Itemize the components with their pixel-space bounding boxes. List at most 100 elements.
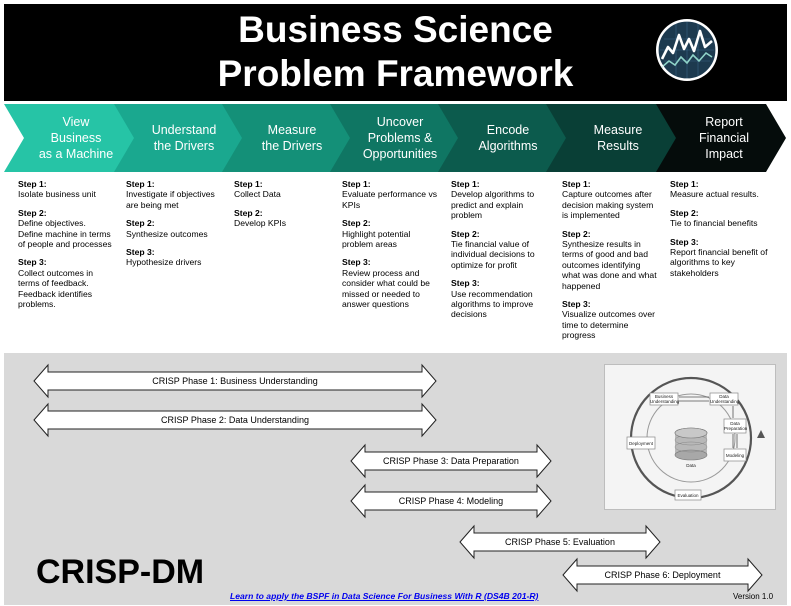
step-text: Highlight potential problem areas — [342, 228, 411, 250]
diagram-data-label: Data — [686, 463, 696, 468]
steps-column-measure-drivers: Step 1:Collect Data Step 2:Develop KPIs — [234, 179, 338, 237]
steps-column-measure-results: Step 1:Capture outcomes after decision m… — [562, 179, 666, 349]
step-text: Hypothesize drivers — [126, 257, 202, 268]
step-text: Define objectives. Define machine in ter… — [18, 218, 112, 250]
step-item: Step 2:Synthesize outcomes — [126, 218, 230, 239]
step-title: Step 2: — [342, 218, 371, 229]
chevron-understand-drivers — [114, 104, 246, 172]
chevron-report-impact — [656, 104, 786, 172]
step-text: Develop algorithms to predict and explai… — [451, 189, 535, 221]
phase-3-arrow — [350, 443, 552, 479]
step-item: Step 2:Tie to financial benefits — [670, 208, 782, 229]
phase-6-label: CRISP Phase 6: Deployment — [604, 570, 721, 580]
step-item: Step 2:Highlight potential problem areas — [342, 218, 446, 249]
chevron-label-report-impact: Report Financial Impact — [698, 115, 750, 161]
phase-2-label: CRISP Phase 2: Data Understanding — [161, 415, 309, 425]
step-text: Review process and consider what could b… — [342, 267, 430, 310]
step-text: Visualize outcomes over time to determin… — [562, 309, 655, 341]
step-text: Report financial benefit of algorithms t… — [670, 247, 768, 278]
step-item: Step 1:Develop algorithms to predict and… — [451, 179, 557, 221]
steps-column-encode-algorithms: Step 1:Develop algorithms to predict and… — [451, 179, 557, 328]
phase-1-label: CRISP Phase 1: Business Understanding — [152, 376, 318, 386]
chevron-label-uncover-problems: Uncover Problems & Opportunities — [362, 115, 438, 161]
step-item: Step 2:Develop KPIs — [234, 208, 338, 229]
step-title: Step 1: — [342, 179, 371, 189]
chevron-encode-algorithms — [438, 104, 570, 172]
phase-3-label: CRISP Phase 3: Data Preparation — [383, 456, 519, 466]
course-link[interactable]: Learn to apply the BSPF in Data Science … — [230, 591, 539, 601]
phase-5-label: CRISP Phase 5: Evaluation — [505, 537, 615, 547]
step-text: Investigate if objectives are being met — [126, 189, 215, 210]
phase-1-arrow — [33, 363, 437, 399]
phase-4-arrow — [350, 483, 552, 519]
chevron-label-measure-results: Measure Results — [593, 123, 643, 153]
phase-2-arrow — [33, 402, 437, 438]
chevron-label-view-business: View Business as a Machine — [38, 115, 114, 161]
step-item: Step 1:Isolate business unit — [18, 179, 122, 200]
step-text: Tie to financial benefits — [670, 218, 758, 229]
step-title: Step 3: — [342, 257, 371, 268]
step-text: Collect Data — [234, 189, 281, 200]
step-text: Use recommendation algorithms to improve… — [451, 288, 534, 320]
diagram-evaluation-label: Evaluation — [677, 493, 699, 498]
chevron-label-encode-algorithms: Encode Algorithms — [478, 123, 538, 153]
crisp-dm-title: CRISP-DM — [36, 553, 205, 591]
step-item: Step 1:Measure actual results. — [670, 179, 782, 200]
step-title: Step 3: — [670, 236, 699, 247]
step-text: Isolate business unit — [18, 189, 96, 200]
steps-column-view-business: Step 1:Isolate business unit Step 2:Defi… — [18, 179, 122, 317]
crisp-dm-cycle-diagram: Business Understanding Data Understandin… — [604, 364, 776, 510]
step-text: Tie financial value of individual decisi… — [451, 239, 535, 270]
step-text: Evaluate performance vs KPIs — [342, 189, 438, 210]
diagram-business-understanding-label: Business Understanding — [650, 394, 680, 404]
step-item: Step 3:Use recommendation algorithms to … — [451, 278, 557, 320]
crisp-phase-arrows — [33, 363, 763, 593]
business-science-logo-icon — [656, 19, 718, 81]
step-title: Step 1: — [126, 179, 155, 189]
cycle-diagram-graphic — [626, 376, 765, 501]
steps-column-report-impact: Step 1:Measure actual results. Step 2:Ti… — [670, 179, 782, 286]
step-title: Step 1: — [451, 179, 480, 189]
chevron-measure-drivers — [222, 104, 354, 172]
database-icon — [674, 427, 708, 461]
step-title: Step 2: — [126, 218, 155, 229]
phase-6-arrow — [562, 557, 763, 593]
step-text: Develop KPIs — [234, 218, 287, 229]
chevron-label-measure-drivers: Measure the Drivers — [261, 123, 323, 153]
step-item: Step 1:Collect Data — [234, 179, 338, 200]
version-label: Version 1.0 — [733, 592, 774, 601]
step-text: Capture outcomes after decision making s… — [562, 189, 654, 221]
step-item: Step 2:Tie financial value of individual… — [451, 229, 557, 271]
step-title: Step 1: — [562, 179, 591, 189]
steps-column-uncover-problems: Step 1:Evaluate performance vs KPIs Step… — [342, 179, 446, 317]
step-item: Step 3:Review process and consider what … — [342, 257, 446, 309]
step-item: Step 2:Synthesize results in terms of go… — [562, 229, 666, 291]
step-title: Step 3: — [451, 278, 480, 289]
chevron-measure-results — [546, 104, 680, 172]
steps-column-understand-drivers: Step 1:Investigate if objectives are bei… — [126, 179, 230, 276]
step-text: Measure actual results. — [670, 189, 759, 200]
chevron-uncover-problems — [330, 104, 462, 172]
diagram-deployment-label: Deployment — [628, 441, 653, 446]
step-title: Step 2: — [234, 207, 263, 218]
step-text: Synthesize outcomes — [126, 228, 208, 239]
step-title: Step 2: — [18, 207, 47, 218]
step-item: Step 3:Collect outcomes in terms of feed… — [18, 257, 122, 309]
phase-5-arrow — [459, 524, 661, 560]
step-item: Step 1:Investigate if objectives are bei… — [126, 179, 230, 210]
step-item: Step 3:Visualize outcomes over time to d… — [562, 299, 666, 341]
chevron-label-understand-drivers: Understand the Drivers — [151, 123, 217, 153]
step-title: Step 1: — [234, 179, 263, 189]
page-title: Business Science Problem Framework — [217, 9, 574, 94]
chevron-view-business — [4, 104, 138, 172]
step-item: Step 1:Evaluate performance vs KPIs — [342, 179, 446, 210]
step-item: Step 1:Capture outcomes after decision m… — [562, 179, 666, 221]
step-title: Step 2: — [451, 228, 480, 239]
step-item: Step 3:Report financial benefit of algor… — [670, 237, 782, 279]
step-item: Step 3:Hypothesize drivers — [126, 247, 230, 268]
diagram-modeling-label: Modeling — [725, 453, 745, 458]
step-title: Step 2: — [562, 228, 591, 239]
phase-4-label: CRISP Phase 4: Modeling — [398, 496, 504, 506]
step-title: Step 3: — [126, 247, 155, 258]
step-title: Step 3: — [562, 299, 591, 310]
